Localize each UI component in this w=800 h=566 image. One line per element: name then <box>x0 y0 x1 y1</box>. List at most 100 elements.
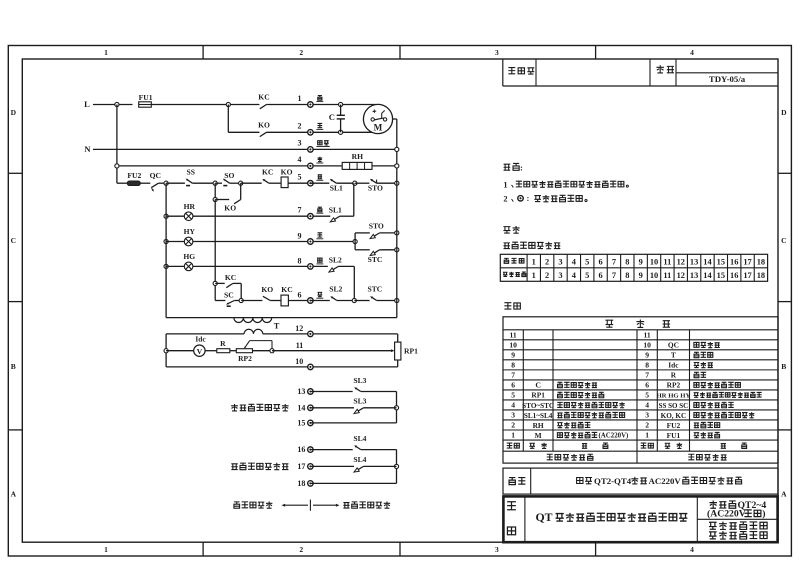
svg-text:RP2: RP2 <box>667 381 681 390</box>
svg-text:7: 7 <box>511 370 515 379</box>
svg-text:SL2: SL2 <box>329 256 342 265</box>
svg-text:1: 1 <box>511 431 515 440</box>
svg-text:10: 10 <box>650 258 658 267</box>
svg-text:KO: KO <box>258 121 270 130</box>
svg-text:QT: QT <box>535 510 552 524</box>
svg-text:10: 10 <box>295 357 303 366</box>
svg-text:A: A <box>11 490 17 499</box>
svg-text::: : <box>527 194 530 203</box>
svg-text:T: T <box>671 351 676 360</box>
svg-text:8: 8 <box>298 256 302 265</box>
svg-text:1: 1 <box>104 48 108 57</box>
svg-text:QT2~4: QT2~4 <box>738 500 767 511</box>
svg-text:12: 12 <box>295 324 303 333</box>
svg-text:8: 8 <box>625 258 629 267</box>
svg-text:18: 18 <box>757 258 765 267</box>
svg-text:8: 8 <box>625 271 629 280</box>
svg-text:B: B <box>11 362 16 371</box>
svg-text:TDY-05/a: TDY-05/a <box>709 74 746 84</box>
svg-text:1: 1 <box>532 258 536 267</box>
svg-text:11: 11 <box>663 271 671 280</box>
svg-text:RP1: RP1 <box>531 391 545 400</box>
svg-text:16: 16 <box>730 258 738 267</box>
svg-text:KO, KC: KO, KC <box>661 412 687 420</box>
svg-text:RP2: RP2 <box>238 354 252 363</box>
svg-text:2: 2 <box>503 195 507 204</box>
svg-text:17: 17 <box>743 258 751 267</box>
svg-text:(AC220V): (AC220V) <box>599 433 629 440</box>
svg-text:3: 3 <box>511 411 515 420</box>
svg-text:QT2-QT4: QT2-QT4 <box>594 476 632 486</box>
svg-text:3: 3 <box>495 545 499 554</box>
svg-text:FU1: FU1 <box>139 93 153 102</box>
svg-text:9: 9 <box>298 231 302 240</box>
svg-text:KO: KO <box>224 204 236 213</box>
svg-text:Idc: Idc <box>195 335 206 344</box>
svg-text:C: C <box>11 236 16 245</box>
svg-text:5: 5 <box>645 391 649 400</box>
svg-text:3: 3 <box>558 271 562 280</box>
svg-text:9: 9 <box>639 258 643 267</box>
svg-text:C: C <box>781 236 786 245</box>
svg-text:V: V <box>197 347 203 356</box>
svg-text:1: 1 <box>104 545 108 554</box>
svg-text:QC: QC <box>668 341 679 350</box>
svg-text:9: 9 <box>639 271 643 280</box>
svg-text:2: 2 <box>299 545 303 554</box>
svg-text:RH: RH <box>533 421 544 430</box>
svg-text:13: 13 <box>297 387 305 396</box>
svg-text:15: 15 <box>297 419 305 428</box>
svg-text:RH: RH <box>352 152 363 161</box>
svg-text:4: 4 <box>572 258 577 267</box>
svg-text:1: 1 <box>532 271 536 280</box>
svg-text:5: 5 <box>585 271 589 280</box>
svg-text:2: 2 <box>645 421 649 430</box>
svg-text:14: 14 <box>297 403 305 412</box>
svg-text:8: 8 <box>511 360 515 369</box>
svg-text:3: 3 <box>645 411 649 420</box>
svg-text:10: 10 <box>509 340 517 349</box>
svg-text:6: 6 <box>598 271 602 280</box>
svg-text:N: N <box>84 144 91 154</box>
svg-text:A: A <box>781 490 787 499</box>
svg-text:QC: QC <box>150 171 161 180</box>
svg-text:KC: KC <box>258 93 269 102</box>
svg-text:7: 7 <box>298 205 302 214</box>
svg-text:2: 2 <box>298 122 302 131</box>
svg-text:6: 6 <box>598 258 602 267</box>
svg-text:SL1: SL1 <box>330 184 343 193</box>
svg-text:FU2: FU2 <box>127 171 141 180</box>
svg-text:RP1: RP1 <box>404 347 418 356</box>
svg-text:4: 4 <box>572 271 577 280</box>
svg-text:5: 5 <box>511 391 515 400</box>
svg-text:6: 6 <box>298 290 302 299</box>
svg-text:Idc: Idc <box>668 361 679 370</box>
svg-text:7: 7 <box>645 370 649 379</box>
svg-text:FU2: FU2 <box>667 421 681 430</box>
svg-text:STO: STO <box>368 184 383 193</box>
svg-text:4: 4 <box>690 545 694 554</box>
svg-text:AC220V: AC220V <box>649 476 682 486</box>
svg-text:11: 11 <box>510 330 517 339</box>
svg-text:18: 18 <box>297 479 305 488</box>
svg-text:13: 13 <box>690 258 698 267</box>
svg-text:C: C <box>535 381 541 390</box>
svg-text:KC: KC <box>225 273 236 282</box>
svg-text:5: 5 <box>298 172 302 181</box>
svg-text:14: 14 <box>703 271 712 280</box>
svg-text:SS: SS <box>186 168 194 177</box>
svg-text:4: 4 <box>511 401 515 410</box>
svg-text:HG: HG <box>183 252 195 261</box>
svg-text:STO: STO <box>369 222 384 231</box>
svg-text:3: 3 <box>298 139 302 148</box>
svg-text:12: 12 <box>677 258 685 267</box>
svg-text::: : <box>520 163 523 173</box>
svg-text:11: 11 <box>663 258 671 267</box>
svg-text:SS SO SC: SS SO SC <box>659 402 689 410</box>
svg-text:7: 7 <box>612 271 616 280</box>
svg-text:HR: HR <box>184 202 196 211</box>
svg-text:SC: SC <box>224 291 234 300</box>
svg-text:KC: KC <box>281 285 292 294</box>
svg-text:KO: KO <box>281 168 293 177</box>
svg-text:B: B <box>781 362 786 371</box>
